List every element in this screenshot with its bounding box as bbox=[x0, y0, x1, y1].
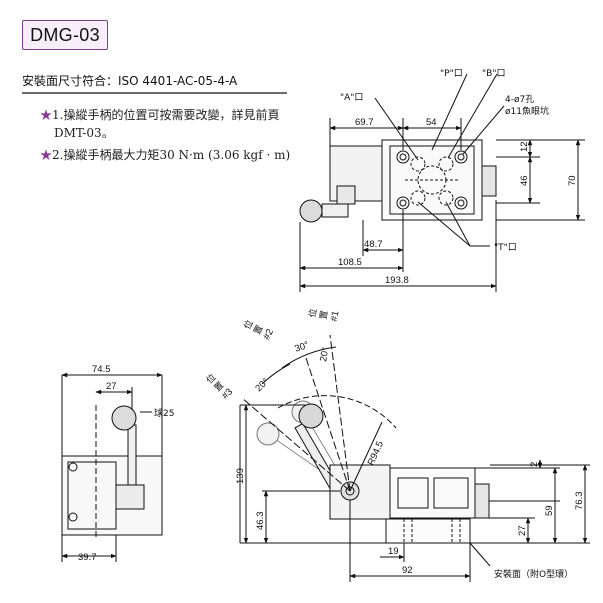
note-1-line-2: DMT-03。 bbox=[54, 126, 114, 140]
svg-text:#1: #1 bbox=[329, 310, 342, 322]
front-view bbox=[239, 334, 590, 582]
side-view-labels: 74.5 27 球25 39.7 bbox=[78, 364, 174, 563]
front-body bbox=[329, 464, 391, 520]
angle-30: 30° bbox=[293, 340, 310, 355]
handle-ball bbox=[299, 199, 323, 223]
dim-27-front: 27 bbox=[517, 525, 528, 536]
front-ball bbox=[298, 403, 324, 429]
svg-text:置: 置 bbox=[318, 310, 330, 321]
note-1-line-1: 1.操縱手柄的位置可按需要改變，詳見前頁 bbox=[52, 108, 280, 122]
note-2-line-1: 2.操縱手柄最大力矩30 N·m (3.06 kgf · m) bbox=[52, 148, 291, 162]
dim-54: 54 bbox=[426, 117, 437, 128]
dim-70: 70 bbox=[567, 175, 578, 186]
dim-27-side: 27 bbox=[106, 381, 117, 392]
star-icon: ★ bbox=[40, 108, 53, 122]
port-t-label: "T"口 bbox=[494, 243, 517, 253]
dim-69-7: 69.7 bbox=[355, 117, 374, 128]
handle-housing bbox=[329, 145, 383, 202]
dim-74-5: 74.5 bbox=[92, 364, 111, 375]
end-cap bbox=[481, 165, 497, 197]
note-2: ★2.操縱手柄最大力矩30 N·m (3.06 kgf · m) bbox=[40, 146, 290, 164]
dim-46-3: 46.3 bbox=[255, 512, 266, 531]
side-lever bbox=[127, 424, 137, 486]
side-view bbox=[61, 372, 163, 562]
dim-46: 46 bbox=[519, 175, 530, 186]
svg-text:#2: #2 bbox=[261, 327, 276, 342]
counterbore-label: ø11魚眼坑 bbox=[505, 105, 549, 117]
star-icon: ★ bbox=[40, 148, 53, 162]
mount-face-label: 安裝面（附O型環） bbox=[494, 568, 573, 580]
ball-label: 球25 bbox=[154, 407, 174, 419]
dim-39-7: 39.7 bbox=[78, 552, 97, 563]
side-body bbox=[61, 455, 163, 536]
holes-label: 4-ø7孔 bbox=[505, 94, 534, 105]
dim-19: 19 bbox=[388, 546, 399, 557]
mounting-standard: 安裝面尺寸符合：ISO 4401-AC-05-4-A bbox=[22, 74, 238, 88]
dim-59: 59 bbox=[544, 505, 555, 516]
position-3-label: 位 置 #3 bbox=[204, 371, 236, 401]
dim-2: 2 bbox=[529, 462, 540, 467]
top-view bbox=[299, 73, 585, 292]
model-title: DMG-03 bbox=[22, 20, 108, 50]
angle-20-a: 20° bbox=[318, 346, 331, 362]
dim-92: 92 bbox=[402, 565, 413, 576]
svg-text:位: 位 bbox=[306, 308, 319, 319]
position-1-label: 位 置 #1 bbox=[306, 308, 342, 323]
position-2-label: 位 置 #2 bbox=[241, 318, 276, 342]
top-view-labels: "A"口 "P"口 "B"口 4-ø7孔 ø11魚眼坑 "T"口 69.7 54… bbox=[338, 69, 578, 286]
note-1: ★1.操縱手柄的位置可按需要改變，詳見前頁 DMT-03。 bbox=[40, 106, 279, 142]
port-a-label: "A"口 bbox=[340, 93, 363, 103]
port-b-label: "B"口 bbox=[482, 69, 505, 79]
dim-193-8: 193.8 bbox=[385, 275, 409, 286]
dim-12: 12 bbox=[519, 141, 530, 152]
port-p-label: "P"口 bbox=[440, 69, 463, 79]
side-ball bbox=[111, 405, 137, 431]
radius-label: R94.5 bbox=[366, 440, 386, 468]
dim-76-3: 76.3 bbox=[574, 492, 585, 511]
dim-108-5: 108.5 bbox=[338, 257, 362, 268]
dim-48-7: 48.7 bbox=[364, 239, 383, 250]
standard-underline bbox=[22, 92, 287, 94]
dim-139: 139 bbox=[235, 468, 246, 484]
